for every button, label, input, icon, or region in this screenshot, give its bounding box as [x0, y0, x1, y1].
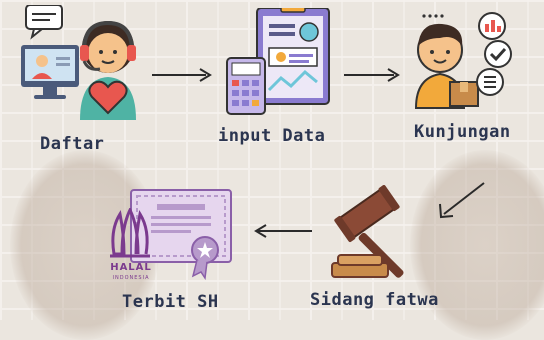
- step-daftar: [18, 4, 143, 127]
- step-input-data: [225, 3, 335, 116]
- step-label-terbit-sh: Terbit SH: [122, 292, 219, 312]
- step-label-kunjungan: Kunjungan: [414, 122, 511, 142]
- step-sidang-fatwa: [330, 185, 440, 281]
- certificate-icon: [130, 189, 232, 281]
- background-person-right: [410, 150, 544, 340]
- step-label-sidang-fatwa: Sidang fatwa: [310, 290, 439, 310]
- halal-logo-icon: [110, 206, 150, 258]
- arrow-right-icon: [152, 68, 212, 82]
- halal-logo-text: HALAL: [110, 262, 152, 273]
- step-label-daftar: Daftar: [40, 134, 105, 154]
- step-kunjungan: [410, 8, 518, 112]
- arrow-right-icon: [344, 68, 400, 82]
- arrow-left-icon: [254, 224, 312, 238]
- customer-service-agent-icon: [21, 4, 136, 120]
- halal-logo-subtext: INDONESIA: [112, 275, 150, 281]
- data-input-document-icon: [226, 3, 330, 115]
- step-terbit-sh: [105, 188, 235, 281]
- step-label-input-data: input Data: [218, 126, 326, 146]
- halal-indonesia-logo: HALAL INDONESIA: [104, 206, 156, 288]
- gavel-icon: [331, 185, 404, 278]
- arrow-down-left-icon: [439, 182, 485, 219]
- visitor-person-icon: [414, 12, 512, 109]
